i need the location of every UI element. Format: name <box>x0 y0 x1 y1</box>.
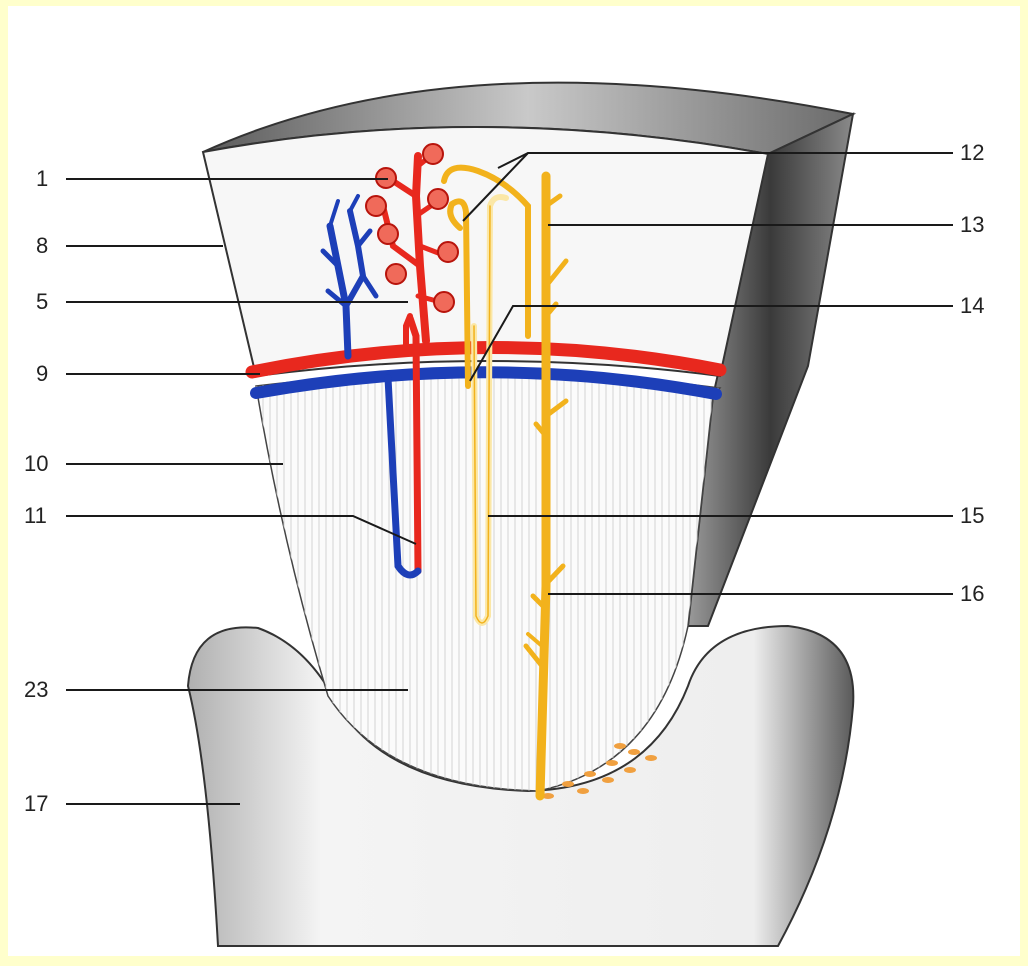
labels-left: 1 8 5 9 10 11 23 17 <box>24 166 48 816</box>
kidney-section-diagram: 1 8 5 9 10 11 23 17 12 13 14 15 16 <box>8 6 1020 956</box>
label-12: 12 <box>960 140 984 165</box>
cortex-front-face <box>203 127 768 376</box>
labels-right: 12 13 14 15 16 <box>960 140 984 606</box>
label-8: 8 <box>36 233 48 258</box>
label-16: 16 <box>960 581 984 606</box>
label-13: 13 <box>960 212 984 237</box>
diagram-canvas: 1 8 5 9 10 11 23 17 12 13 14 15 16 <box>8 6 1020 956</box>
label-14: 14 <box>960 293 984 318</box>
label-9: 9 <box>36 361 48 386</box>
label-11: 11 <box>24 503 47 528</box>
label-23: 23 <box>24 677 48 702</box>
label-17: 17 <box>24 791 48 816</box>
label-1: 1 <box>36 166 48 191</box>
label-10: 10 <box>24 451 48 476</box>
label-5: 5 <box>36 289 48 314</box>
label-15: 15 <box>960 503 984 528</box>
